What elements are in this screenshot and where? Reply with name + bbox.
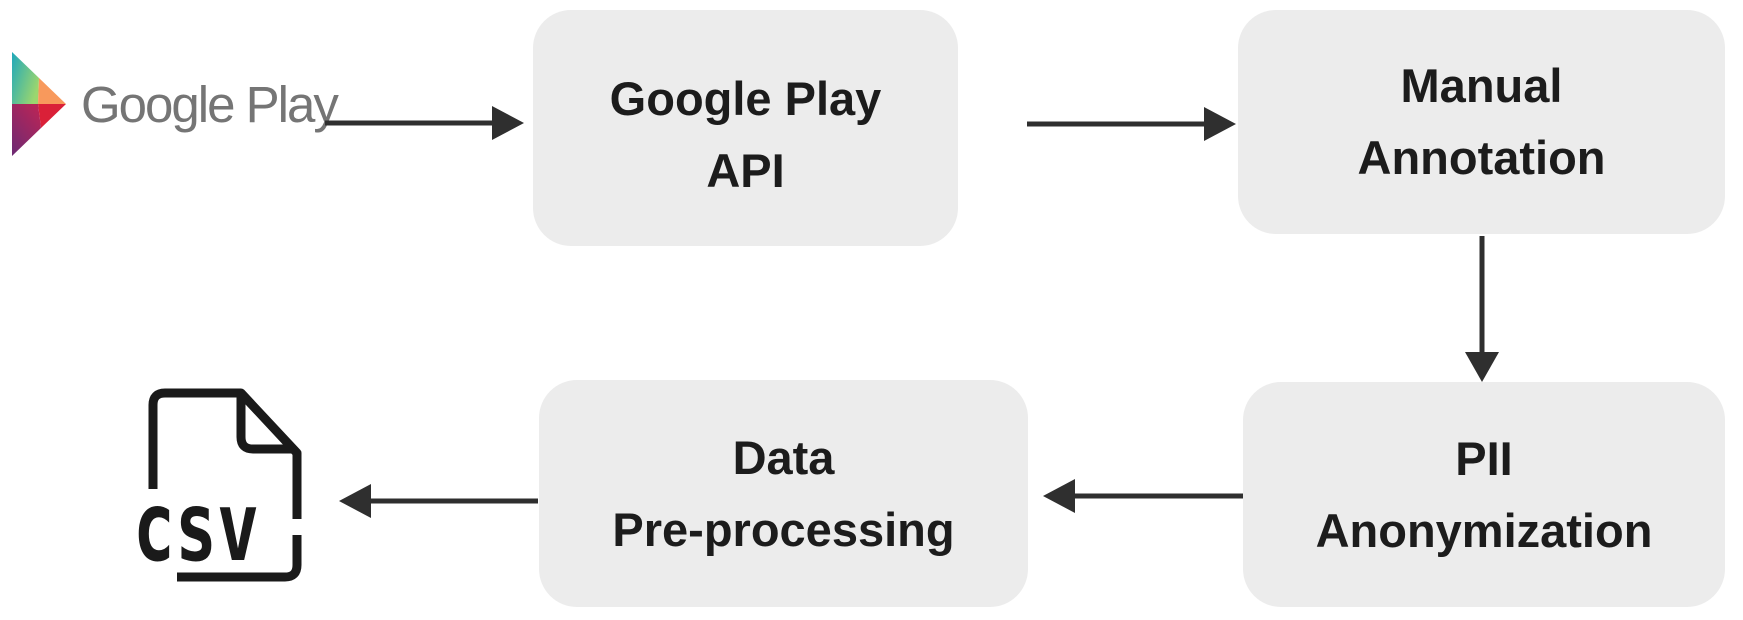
csv-doc-outline-upper (148, 388, 302, 519)
csv-file-glyph: csv (133, 388, 302, 583)
node-label-line2: API (706, 144, 785, 197)
node-label-line1: PII (1455, 431, 1513, 485)
arrow-logo-to-api (325, 106, 524, 140)
google-play-api-node: Google Play API (533, 10, 958, 246)
csv-label-text: csv (133, 471, 259, 583)
arrow-data-to-csv (339, 484, 538, 518)
csv-doc-outline-lower (177, 535, 302, 582)
pii-anonymization-node: PII Anonymization (1243, 382, 1725, 607)
csv-doc-fold (236, 395, 293, 454)
manual-annotation-node: Manual Annotation (1238, 10, 1725, 234)
arrow-pii-to-data (1043, 479, 1243, 513)
node-label-line2: Pre-processing (612, 502, 955, 556)
google-play-wordmark: Google Play (81, 76, 339, 133)
arrow-manual-to-pii (1465, 236, 1499, 382)
play-wing-teal (12, 52, 39, 104)
arrow-api-to-manual (1027, 107, 1236, 141)
node-label-line1: Data (732, 430, 835, 484)
node-label-line1: Manual (1400, 59, 1563, 112)
node-label-line2: Anonymization (1315, 503, 1653, 557)
node-label-line1: Google Play (609, 72, 882, 125)
play-wing-red (38, 104, 66, 128)
node-label-line2: Annotation (1357, 131, 1606, 184)
google-play-logo: Google Play (11, 51, 339, 158)
play-wing-orange (38, 78, 66, 104)
data-pre-processing-node: Data Pre-processing (539, 380, 1028, 607)
google-play-triangle-icon (12, 52, 66, 156)
csv-file-icon: csv (125, 385, 310, 590)
play-wing-purple (12, 104, 41, 156)
